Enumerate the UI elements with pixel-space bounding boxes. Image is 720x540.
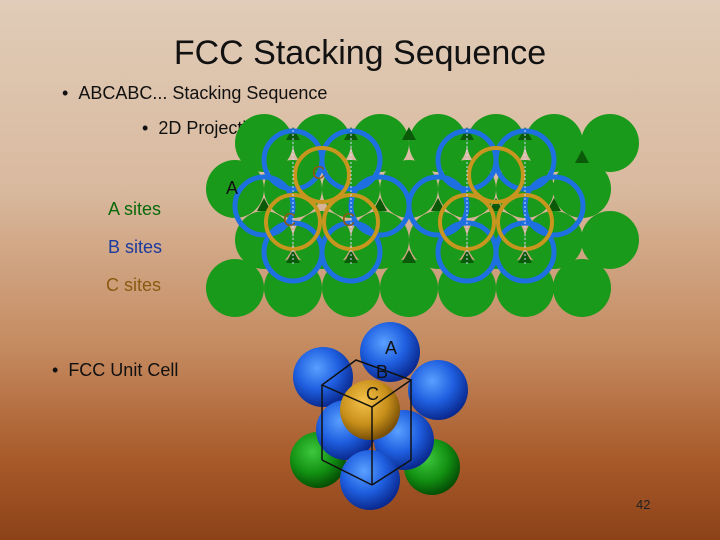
- green-atom: [351, 114, 409, 172]
- legend-b-sites: B sites: [108, 237, 163, 257]
- green-atom: [206, 160, 264, 218]
- cube-edge: [371, 459, 412, 486]
- gold-ring: [467, 146, 525, 204]
- unit-cell-label-c: C: [366, 384, 379, 404]
- green-atom: [525, 114, 583, 172]
- projection-guide-lines: [292, 130, 526, 265]
- unit-cell-cube-wireframe: [320, 359, 413, 486]
- b-site-triangle: [402, 127, 416, 140]
- bullet-stacking-sequence: • ABCABC... Stacking Sequence: [62, 83, 327, 104]
- unit-cell-label-a: A: [385, 338, 398, 358]
- blue-ball: [408, 360, 468, 420]
- b-site-triangle: [431, 198, 445, 211]
- green-atom: [206, 259, 264, 317]
- b-site-triangle: [575, 150, 589, 163]
- b-site-triangle: [489, 198, 503, 211]
- bullet-stacking-text: ABCABC... Stacking Sequence: [78, 83, 328, 103]
- green-atom: [264, 259, 322, 317]
- b-site-triangle: [402, 250, 416, 263]
- green-atom: [409, 114, 467, 172]
- b-site-triangle: [286, 250, 300, 263]
- green-atom: [293, 114, 351, 172]
- green-atom: [438, 259, 496, 317]
- b-site-markers: [257, 127, 589, 263]
- b-site-triangle: [518, 250, 532, 263]
- b-site-triangle: [547, 198, 561, 211]
- slide-title: FCC Stacking Sequence: [173, 34, 547, 72]
- bullet-dot: •: [52, 360, 59, 380]
- cube-edge: [321, 459, 373, 486]
- gold-ring: [293, 146, 351, 204]
- green-atom: [553, 160, 611, 218]
- unit-cell-label-b: B: [376, 362, 389, 382]
- legend-c-sites: C sites: [106, 275, 162, 295]
- green-atom: [496, 259, 554, 317]
- green-atom: [235, 114, 293, 172]
- green-atom: [322, 259, 380, 317]
- projection-label-a: A: [226, 178, 239, 198]
- bullet-dot: •: [142, 118, 149, 138]
- green-atom: [380, 160, 438, 218]
- green-atom: [581, 211, 639, 269]
- blue-ball: [340, 450, 400, 510]
- projection-label-c-right: C: [342, 210, 355, 230]
- bullet-unit-cell-text: FCC Unit Cell: [68, 360, 179, 380]
- b-site-triangle: [344, 250, 358, 263]
- b-site-triangle: [373, 198, 387, 211]
- green-atom: [380, 259, 438, 317]
- green-atom: [467, 114, 525, 172]
- page-number: 42: [636, 497, 651, 512]
- gold-ball: [340, 380, 400, 440]
- bullet-dot: •: [62, 83, 69, 103]
- b-site-triangle: [257, 198, 271, 211]
- bullet-fcc-unit-cell: • FCC Unit Cell: [52, 360, 178, 381]
- green-atom: [581, 114, 639, 172]
- projection-label-c-top: C: [312, 163, 325, 183]
- b-site-triangle: [460, 250, 474, 263]
- projection-label-c-left: C: [283, 210, 296, 230]
- legend-a-sites: A sites: [108, 199, 162, 219]
- green-atom: [553, 259, 611, 317]
